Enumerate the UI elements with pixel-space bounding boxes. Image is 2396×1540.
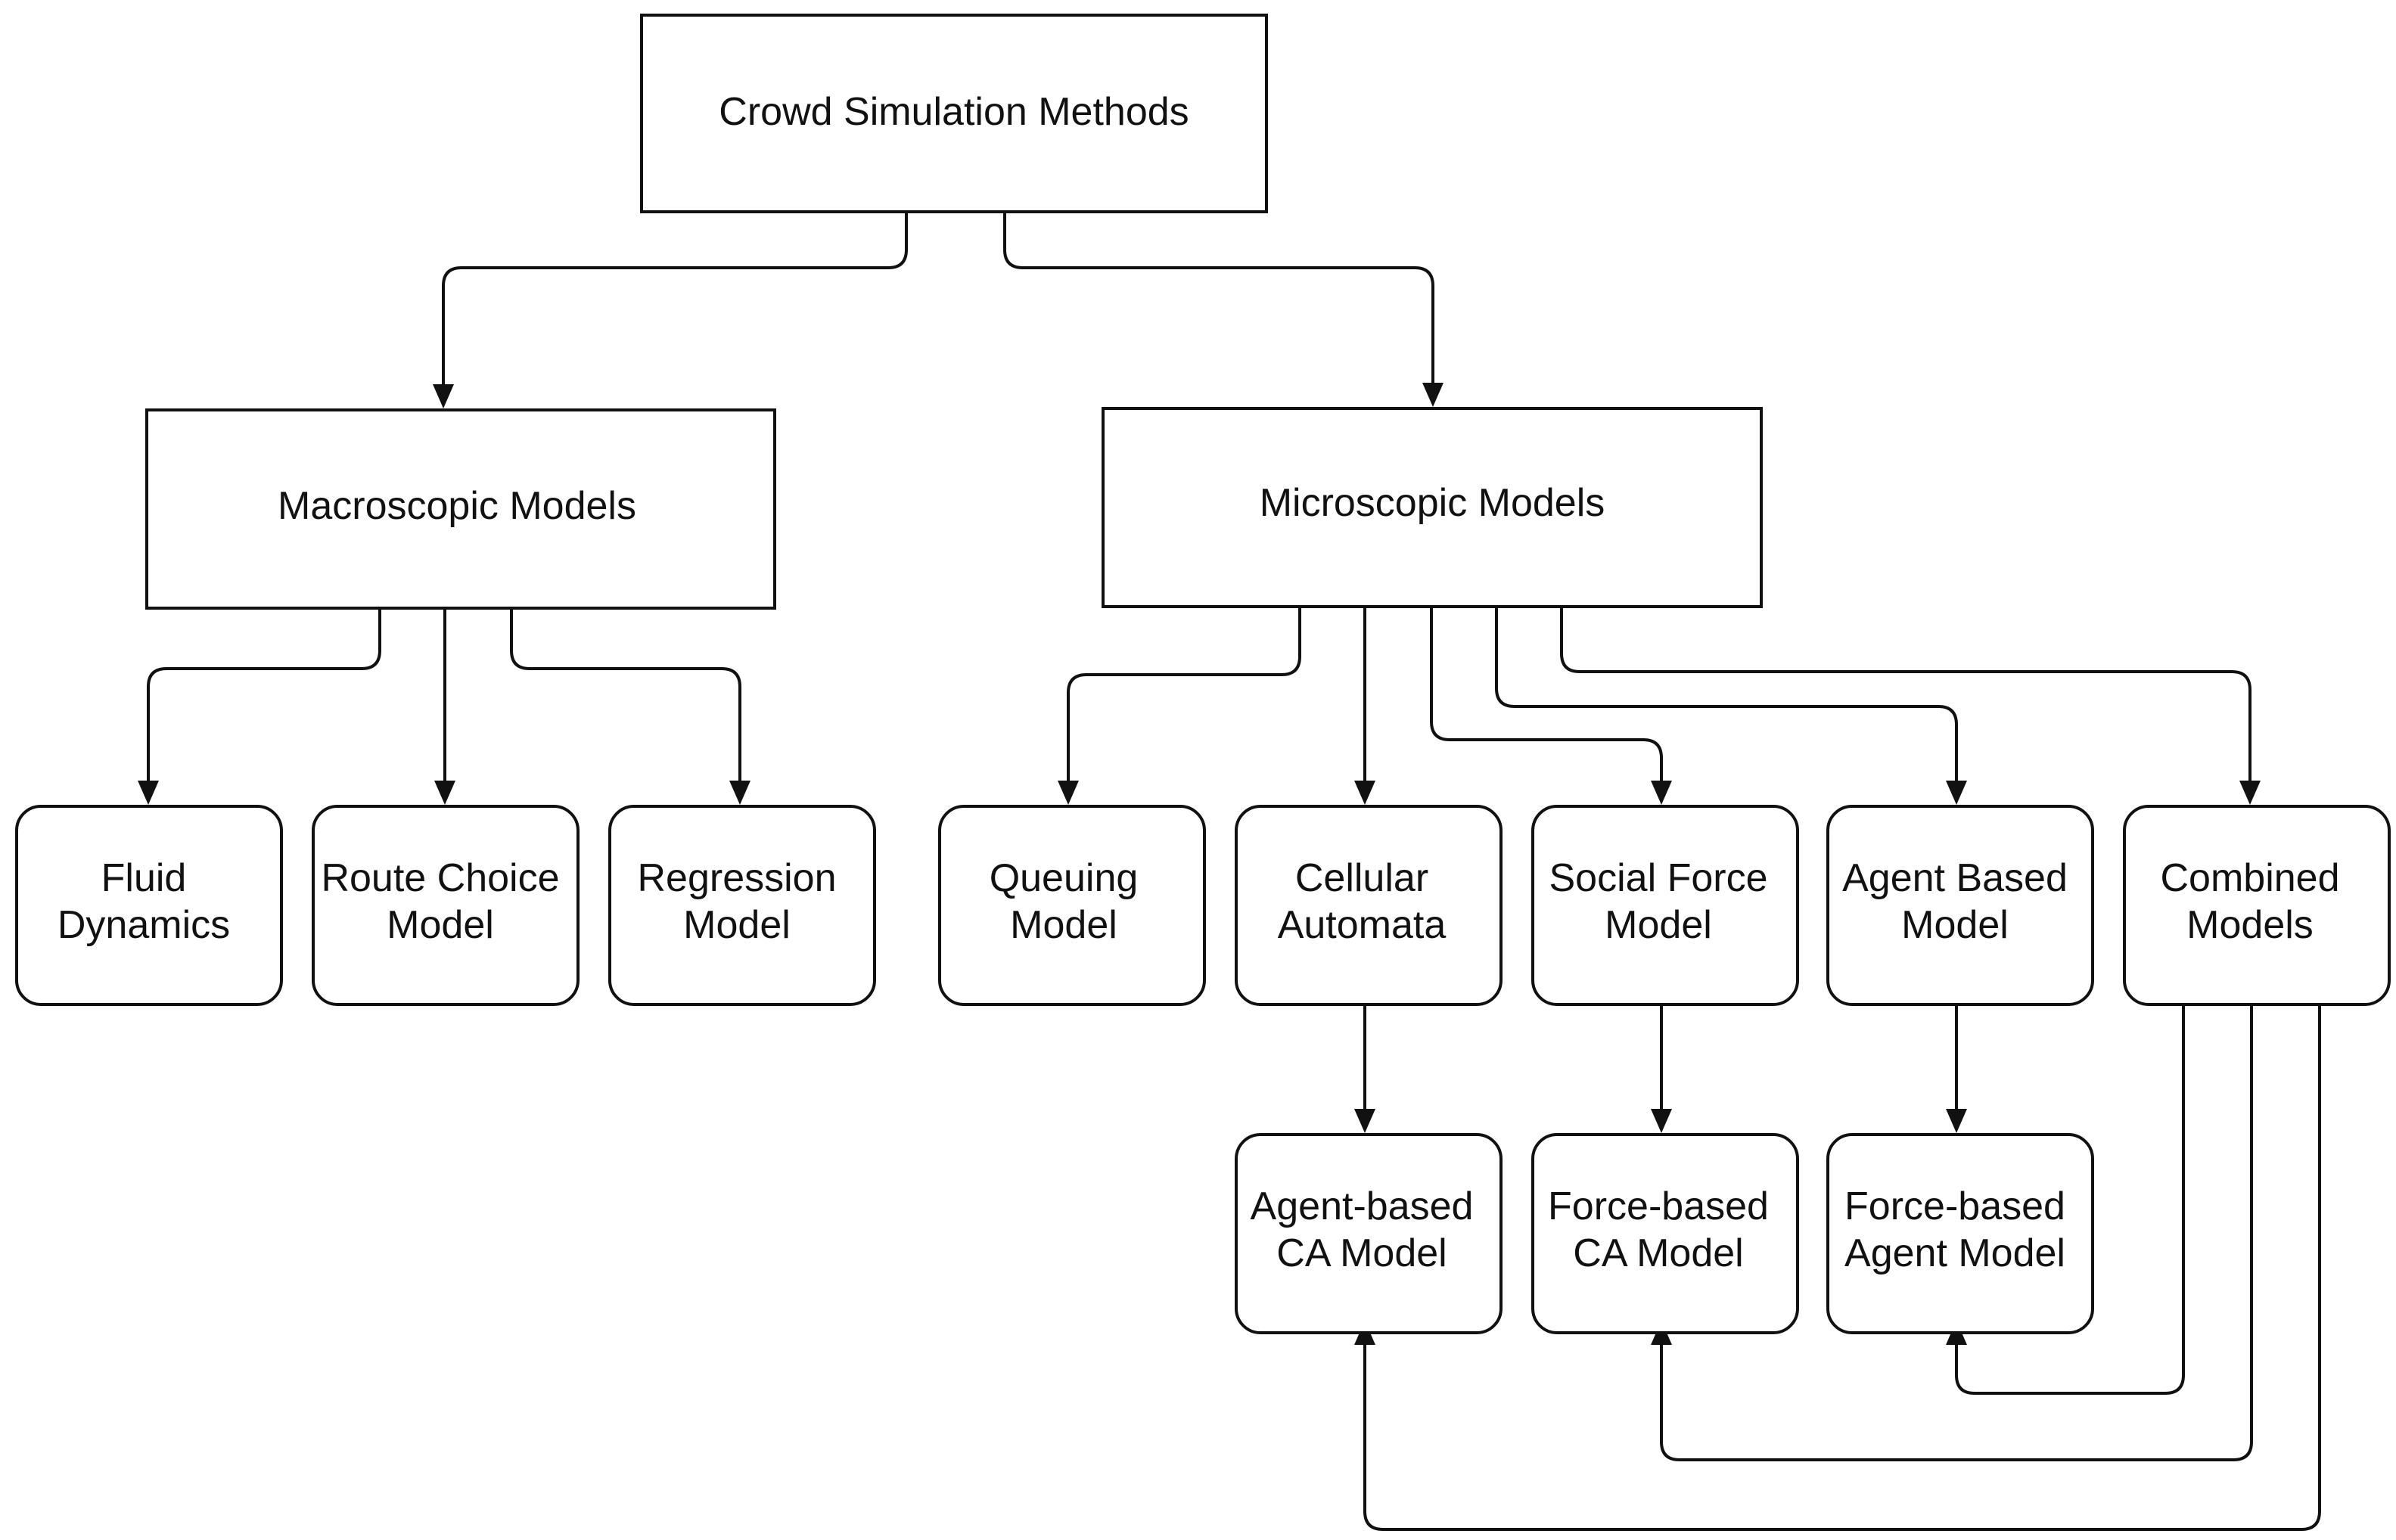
node-route-choice-model: Route Choice Model [312, 805, 580, 1006]
connector-microscopic-to-agent-based [1495, 607, 1958, 784]
connector-combined-to-force-based-ca [1660, 1006, 2253, 1461]
node-label-line-2: Model [387, 903, 494, 947]
connector-root-to-microscopic [1003, 212, 1434, 386]
arrowhead-microscopic [1422, 383, 1444, 407]
node-label-line-1: Force-based [1548, 1184, 1769, 1228]
node-label-line-1: Route Choice [321, 856, 559, 900]
arrowhead-agent-based-ca-top [1354, 1109, 1375, 1133]
node-label-line-2: Agent Model [1844, 1231, 2065, 1275]
arrowhead-regression [729, 781, 750, 805]
connector-microscopic-to-combined [1560, 607, 2251, 784]
arrowhead-combined [2239, 781, 2261, 805]
connector-combined-to-agent-based-ca [1363, 1006, 2321, 1531]
node-label-line-2: Dynamics [57, 903, 230, 947]
node-label-line-2: Automata [1278, 903, 1447, 947]
node-force-based-agent-model: Force-based Agent Model [1826, 1133, 2094, 1334]
connector-combined-to-force-based-agent [1955, 1006, 2185, 1395]
node-label-line-1: Regression [637, 856, 836, 900]
node-queuing-model: Queuing Model [938, 805, 1206, 1006]
node-label-line-1: Agent-based [1251, 1184, 1474, 1228]
node-label-line-1: Fluid [101, 856, 187, 900]
connector-root-to-macroscopic [442, 212, 908, 387]
arrowhead-force-based-agent-top [1946, 1109, 1967, 1133]
connector-microscopic-to-social-force [1430, 607, 1663, 784]
node-macroscopic-models: Macroscopic Models [145, 408, 776, 610]
arrowhead-macroscopic [433, 384, 454, 408]
arrowhead-fluid-dynamics [138, 781, 159, 805]
connector-macroscopic-to-fluid-dynamics [147, 608, 381, 784]
node-label-line-2: Model [1901, 903, 2009, 947]
node-label-line-1: Cellular [1295, 856, 1428, 900]
node-label-line-2: Model [1010, 903, 1117, 947]
connector-microscopic-to-queuing [1067, 607, 1301, 784]
node-label: Microscopic Models [1260, 481, 1605, 525]
node-social-force-model: Social Force Model [1531, 805, 1799, 1006]
connector-macroscopic-to-regression [510, 608, 741, 784]
node-label: Crowd Simulation Methods [719, 90, 1189, 134]
node-label-line-1: Combined [2160, 856, 2339, 900]
node-label-line-1: Queuing [990, 856, 1139, 900]
arrowhead-queuing [1058, 781, 1079, 805]
node-cellular-automata: Cellular Automata [1235, 805, 1503, 1006]
node-label-line-2: CA Model [1276, 1231, 1447, 1275]
node-label-line-2: Model [1605, 903, 1712, 947]
node-label-line-1: Force-based [1844, 1184, 2065, 1228]
node-combined-models: Combined Models [2123, 805, 2391, 1006]
node-crowd-simulation-methods: Crowd Simulation Methods [640, 14, 1268, 213]
node-fluid-dynamics: Fluid Dynamics [15, 805, 283, 1006]
node-label-line-2: Models [2186, 903, 2314, 947]
node-label-line-1: Agent Based [1842, 856, 2068, 900]
arrowhead-force-based-ca-top [1651, 1109, 1672, 1133]
node-label-line-2: Model [683, 903, 791, 947]
node-agent-based-ca-model: Agent-based CA Model [1235, 1133, 1503, 1334]
node-force-based-ca-model: Force-based CA Model [1531, 1133, 1799, 1334]
arrowhead-agent-based [1946, 781, 1967, 805]
arrowhead-route-choice [434, 781, 455, 805]
arrowhead-cellular-automata [1354, 781, 1375, 805]
arrowhead-social-force [1651, 781, 1672, 805]
connectors [147, 212, 2321, 1531]
node-label: Macroscopic Models [278, 484, 636, 528]
node-label-line-1: Social Force [1549, 856, 1768, 900]
node-agent-based-model: Agent Based Model [1826, 805, 2094, 1006]
node-label-line-2: CA Model [1573, 1231, 1743, 1275]
node-microscopic-models: Microscopic Models [1102, 407, 1763, 608]
node-regression-model: Regression Model [608, 805, 876, 1006]
